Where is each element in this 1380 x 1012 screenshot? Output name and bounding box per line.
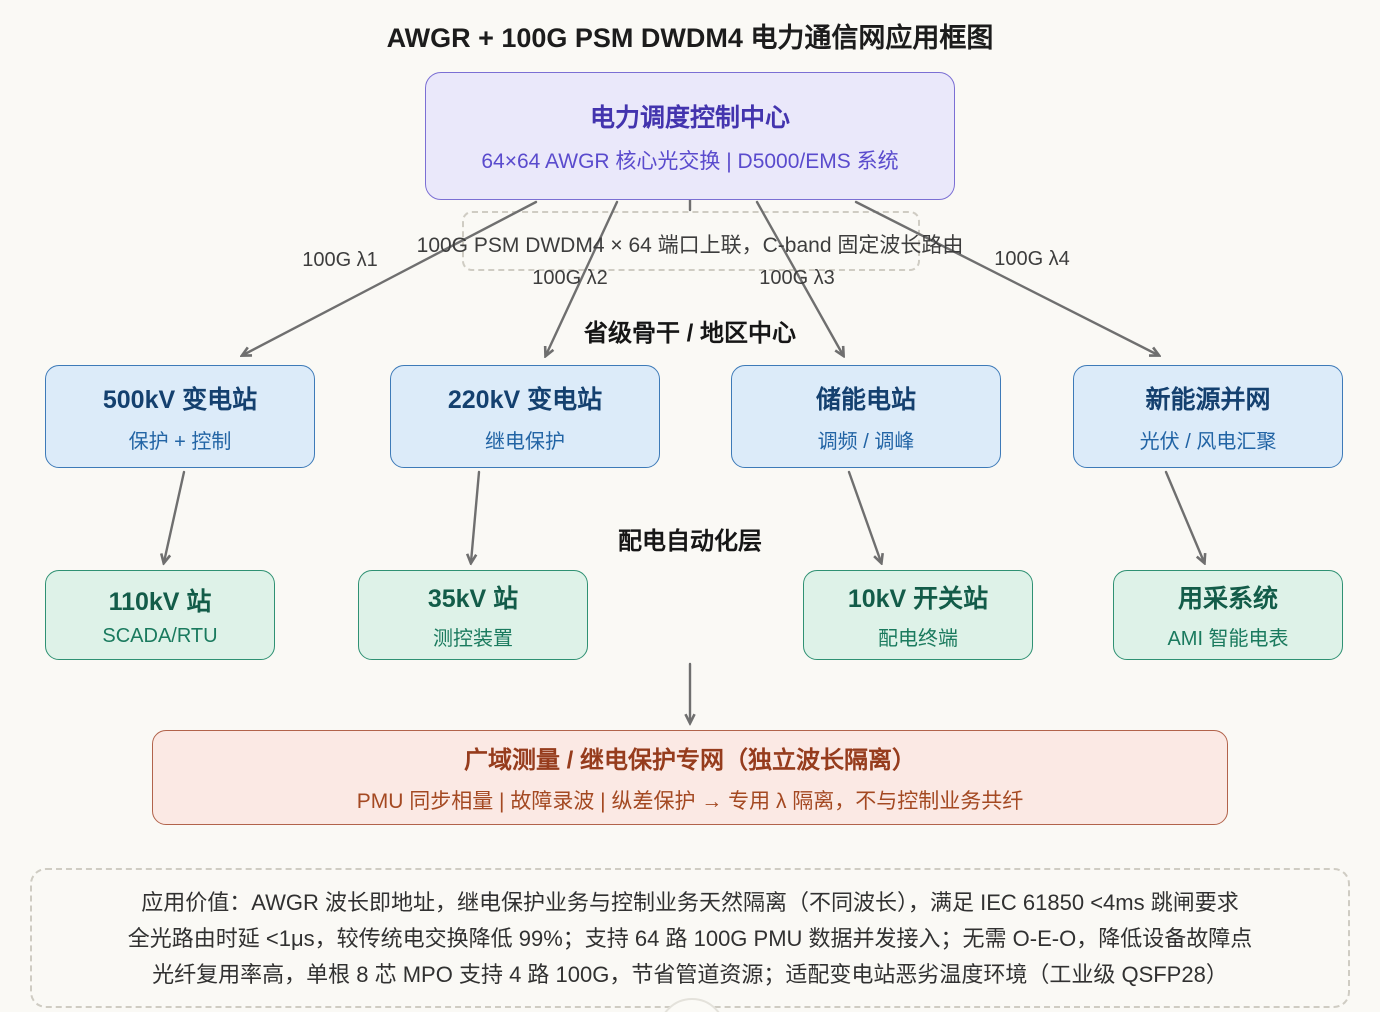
node-title: 110kV 站	[108, 588, 212, 616]
node-energy-storage: 储能电站 调频 / 调峰	[731, 365, 1001, 468]
node-title: 储能电站	[815, 385, 916, 414]
node-subtitle: 继电保护	[485, 430, 565, 453]
node-title: 220kV 变电站	[447, 385, 603, 414]
node-control-center: 电力调度控制中心 64×64 AWGR 核心光交换 | D5000/EMS 系统	[425, 72, 955, 200]
wavelength-label-3: 100G λ3	[759, 267, 835, 289]
node-10kv-switch-station: 10kV 开关站 配电终端	[803, 570, 1033, 660]
node-35kv-station: 35kV 站 测控装置	[358, 570, 588, 660]
node-subtitle: 保护 + 控制	[128, 430, 232, 453]
backbone-layer-label: 省级骨干 / 地区中心	[583, 320, 796, 347]
node-control-center-subtitle: 64×64 AWGR 核心光交换 | D5000/EMS 系统	[481, 149, 899, 173]
node-500kv-substation: 500kV 变电站 保护 + 控制	[45, 365, 315, 468]
node-protection-title: 广域测量 / 继电保护专网（独立波长隔离）	[463, 747, 916, 774]
node-subtitle: 光伏 / 风电汇聚	[1139, 430, 1277, 453]
node-control-center-title: 电力调度控制中心	[589, 103, 790, 132]
node-title: 用采系统	[1177, 585, 1278, 613]
application-value-line-1: 应用价值：AWGR 波长即地址，继电保护业务与控制业务天然隔离（不同波长），满足…	[141, 889, 1239, 915]
wavelength-label-1: 100G λ1	[302, 249, 378, 271]
node-110kv-station: 110kV 站 SCADA/RTU	[45, 570, 275, 660]
application-value-box: 应用价值：AWGR 波长即地址，继电保护业务与控制业务天然隔离（不同波长），满足…	[30, 868, 1350, 1008]
node-ami-metering: 用采系统 AMI 智能电表	[1113, 570, 1343, 660]
wavelength-label-2: 100G λ2	[532, 267, 608, 289]
node-title: 35kV 站	[427, 585, 519, 613]
node-subtitle: 测控装置	[433, 628, 513, 650]
node-220kv-substation: 220kV 变电站 继电保护	[390, 365, 660, 468]
uplink-note-text: 100G PSM DWDM4 × 64 端口上联，C-band 固定波长路由	[416, 234, 964, 257]
wavelength-label-4: 100G λ4	[994, 248, 1070, 270]
application-value-line-2: 全光路由时延 <1μs，较传统电交换降低 99%；支持 64 路 100G PM…	[127, 925, 1253, 951]
node-subtitle: 调频 / 调峰	[817, 430, 915, 453]
distribution-layer-label: 配电自动化层	[618, 528, 762, 555]
node-protection-subtitle: PMU 同步相量 | 故障录波 | 纵差保护 → 专用 λ 隔离，不与控制业务共…	[356, 790, 1024, 813]
node-title: 500kV 变电站	[102, 385, 258, 414]
node-subtitle: AMI 智能电表	[1167, 628, 1289, 650]
node-subtitle: 配电终端	[878, 628, 958, 650]
node-protection-network: 广域测量 / 继电保护专网（独立波长隔离） PMU 同步相量 | 故障录波 | …	[152, 730, 1228, 825]
node-subtitle: SCADA/RTU	[102, 625, 218, 647]
node-renewable-grid: 新能源并网 光伏 / 风电汇聚	[1073, 365, 1343, 468]
diagram-title: AWGR + 100G PSM DWDM4 电力通信网应用框图	[386, 23, 994, 53]
node-title: 新能源并网	[1145, 385, 1271, 414]
application-value-line-3: 光纤复用率高，单根 8 芯 MPO 支持 4 路 100G，节省管道资源；适配变…	[152, 961, 1228, 987]
node-title: 10kV 开关站	[847, 585, 989, 613]
